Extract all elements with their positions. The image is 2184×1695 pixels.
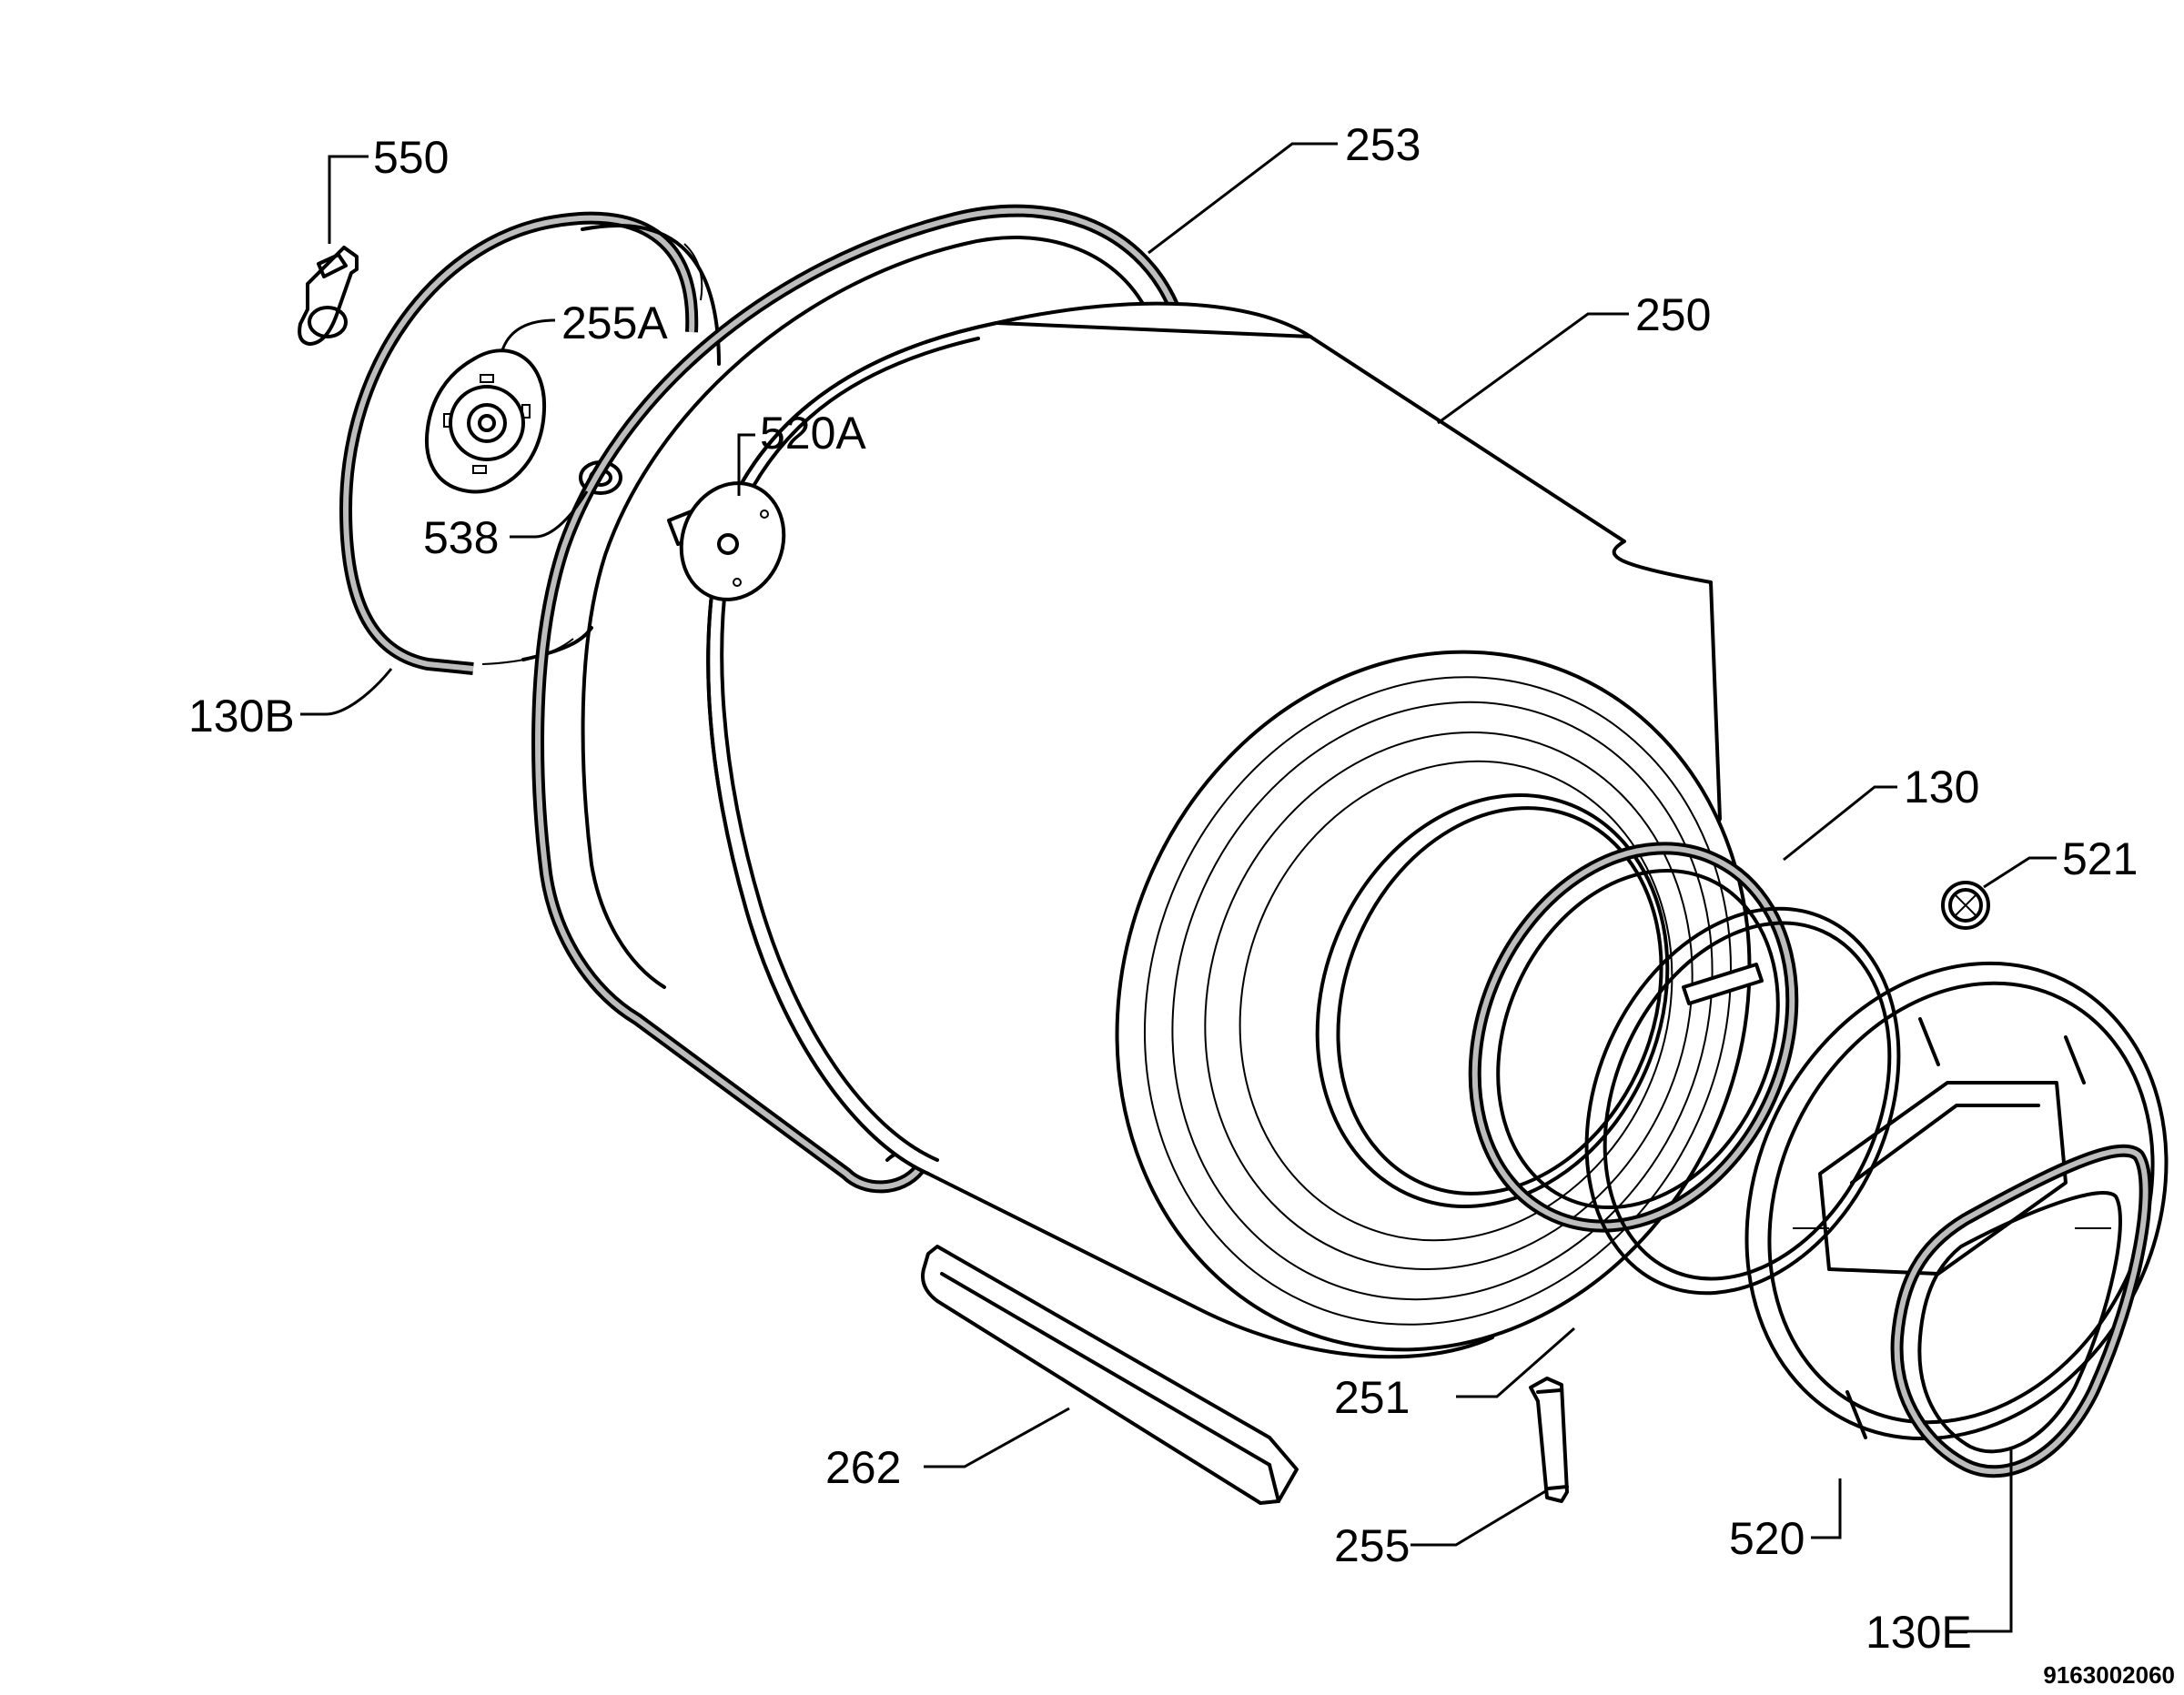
callout-130e: 130E: [1866, 1607, 1972, 1658]
callout-521: 521: [2062, 833, 2138, 884]
callout-520a: 520A: [760, 408, 866, 459]
callout-538: 538: [423, 512, 499, 563]
callout-130: 130: [1904, 762, 1979, 812]
leader-520: [1811, 1478, 1842, 1539]
part-255a-rear-bearing: [425, 348, 547, 494]
part-520a-shaft-hub: [667, 481, 786, 601]
callout-labels: 550 255A 538 130B 253 520A 250 130 521 2…: [188, 119, 2175, 1689]
leader-251: [1456, 1327, 1575, 1398]
part-130e-door-gasket: [1890, 1144, 2152, 1478]
leader-521: [1983, 856, 2057, 889]
leader-130b: [300, 668, 393, 716]
callout-550: 550: [373, 132, 449, 183]
callout-253: 253: [1345, 119, 1421, 170]
leader-130e: [1947, 1447, 2013, 1633]
part-130-front-gasket: [1468, 842, 1799, 1233]
drawing-code: 9163002060: [2043, 1661, 2175, 1689]
leader-262: [924, 1407, 1070, 1468]
callout-255: 255: [1334, 1520, 1410, 1571]
callout-250: 250: [1635, 289, 1711, 340]
callout-255a: 255A: [561, 298, 668, 348]
leader-255: [1410, 1488, 1548, 1547]
callout-130b: 130B: [188, 691, 295, 742]
callout-251: 251: [1334, 1372, 1410, 1423]
part-255-bracket: [1529, 1377, 1569, 1503]
callout-520: 520: [1729, 1513, 1805, 1564]
leader-520a: [737, 433, 755, 496]
part-262-support-bar: [921, 1245, 1299, 1505]
part-520-front-frame: [1744, 961, 2169, 1441]
part-251-front-seal: [1584, 906, 1901, 1296]
leader-550: [328, 155, 369, 244]
leader-253: [1148, 142, 1338, 255]
leader-250: [1437, 312, 1629, 425]
leader-130: [1783, 785, 1897, 862]
part-521-cap: [1941, 881, 1990, 930]
part-250-drum: [706, 301, 1752, 1359]
callout-262: 262: [825, 1442, 901, 1493]
leader-lines: [300, 142, 2057, 1633]
leader-538: [510, 490, 589, 539]
leader-255a: [500, 318, 556, 351]
part-550-clip: [298, 246, 359, 346]
